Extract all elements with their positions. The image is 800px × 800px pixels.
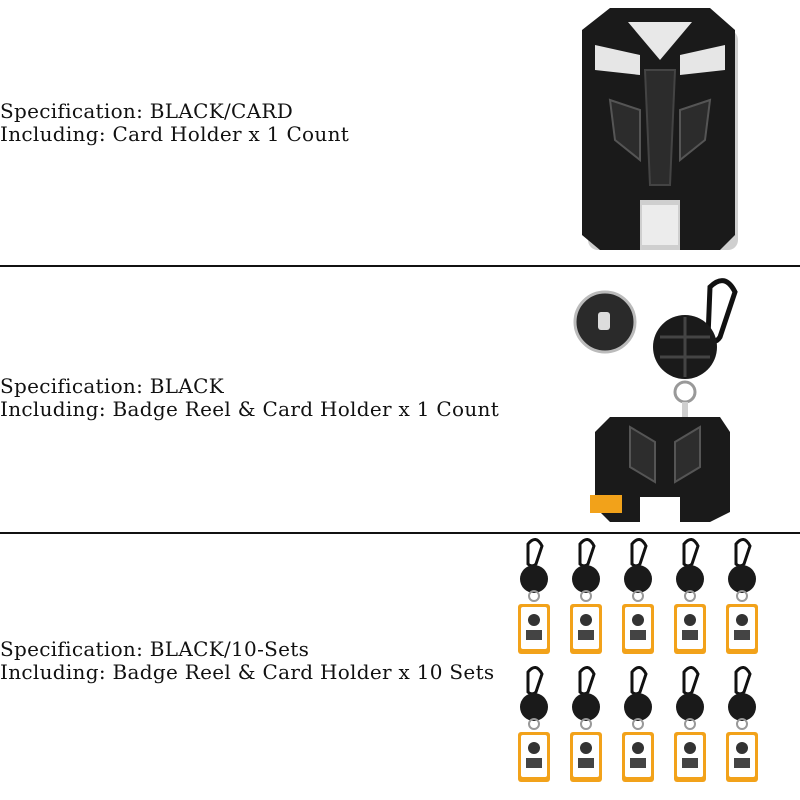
specification-label: Specification: BLACK [0, 374, 224, 398]
badge-reel-with-card-holder-icon [573, 278, 738, 522]
option-text-block: Specification: BLACK Including: Badge Re… [0, 375, 499, 421]
option-row-black-card: Specification: BLACK/CARD Including: Car… [0, 0, 800, 265]
row-divider [0, 532, 800, 534]
including-label: Including: Card Holder x 1 Count [0, 122, 350, 146]
card-holder-icon [582, 8, 738, 250]
row-divider [0, 265, 800, 267]
badge-reel-set-icon [516, 537, 760, 784]
option-row-black-10-sets: Specification: BLACK/10-Sets Including: … [0, 534, 800, 800]
specification-label: Specification: BLACK/10-Sets [0, 637, 310, 661]
including-label: Including: Badge Reel & Card Holder x 10… [0, 660, 495, 684]
including-label: Including: Badge Reel & Card Holder x 1 … [0, 397, 500, 421]
specification-label: Specification: BLACK/CARD [0, 99, 294, 123]
option-text-block: Specification: BLACK/10-Sets Including: … [0, 638, 494, 684]
option-row-black: Specification: BLACK Including: Badge Re… [0, 267, 800, 532]
option-text-block: Specification: BLACK/CARD Including: Car… [0, 100, 349, 146]
